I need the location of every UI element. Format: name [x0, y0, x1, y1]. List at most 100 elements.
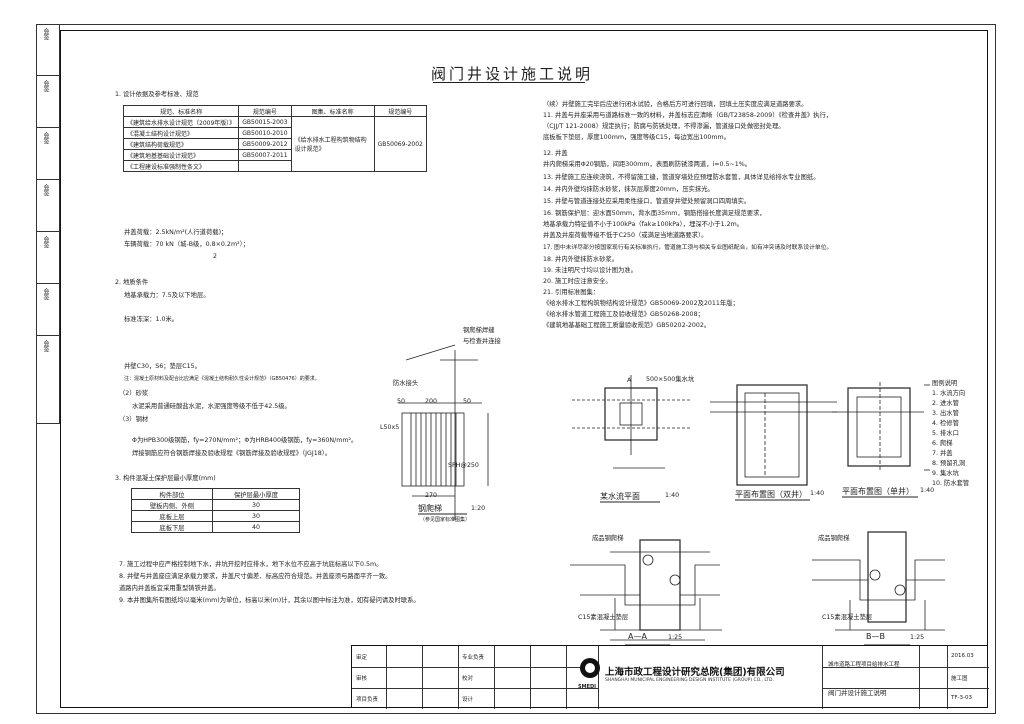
- text-line: 水泥采用普通硅酸盐水泥，水泥强度等级不低于42.5级。: [132, 403, 291, 410]
- tb-divider: [947, 646, 948, 709]
- strip-cell: 会签: [36, 336, 60, 424]
- company-name-en: SHANGHAI MUNICIPAL ENGINEERING DESIGN IN…: [605, 678, 774, 683]
- section-note: 成品钢爬梯: [592, 535, 624, 542]
- tb-divider: [422, 646, 423, 709]
- legend-item: 3. 出水管: [932, 410, 959, 417]
- plan3-scale: 1:40: [920, 487, 935, 494]
- table-row: 《建筑给水排水设计规范（2009年版）》GB50015-2003《给水排水工程构…: [122, 116, 427, 172]
- signature-strip: 会签 会签 会签 会签 会签 会签 会签: [36, 24, 60, 424]
- strip-cell: 会签: [36, 232, 60, 284]
- inner-frame: [60, 30, 988, 708]
- note-line: 8. 井壁与井盖座应满足承载力要求，井盖尺寸偏差、标高应符合规范。井盖座须与路面…: [119, 573, 392, 580]
- tb-label: 项目负责: [356, 697, 379, 703]
- text-line: 注：混凝土原材料及配合比应满足《混凝土结构耐久性设计规范》（GB50476）的要…: [124, 376, 320, 382]
- note-line: 7. 施工过程中应严格控制地下水，井坑开挖时应排水，地下水位不应高于坑底标高以下…: [119, 561, 383, 568]
- ladder-dim: 200: [425, 398, 438, 405]
- strip-cell: 会签: [36, 76, 60, 128]
- company-logo: [580, 658, 600, 678]
- text-line: （2）砂浆: [119, 390, 149, 397]
- text-line: 井壁C30，S6；垫层C15。: [124, 363, 201, 370]
- text-line: （3）钢材: [119, 416, 149, 423]
- note-line: 《给水排水管道工程施工及验收规范》GB50268-2008；: [543, 311, 704, 318]
- section1-heading: 1. 设计依据及参考标准、规范: [115, 91, 199, 98]
- tb-divider: [494, 646, 495, 709]
- note-line: 18. 井内外壁抹防水砂浆。: [543, 256, 618, 263]
- text-line: Φ为HPB300级钢筋，fy=270N/mm²；Φ为HRB400级钢筋，fy=3…: [132, 437, 358, 444]
- ladder-dim: 50: [463, 398, 472, 405]
- ladder-dim: SPH@250: [448, 462, 479, 469]
- legend-item: 10. 防水套管: [932, 480, 970, 487]
- ladder-dim: L50x5: [380, 424, 400, 431]
- tb-label: 校对: [462, 676, 474, 682]
- legend-item: 6. 爬梯: [932, 440, 953, 447]
- tb-divider: [598, 646, 599, 709]
- tb-divider: [919, 646, 920, 709]
- strip-cell: 会签: [36, 180, 60, 232]
- legend-item: 5. 排水口: [932, 430, 959, 437]
- legend-item: 7. 井盖: [932, 450, 953, 457]
- note-line: （续）井壁施工完毕后应进行闭水试验，合格后方可进行回填，回填土压实度应满足道路要…: [543, 101, 808, 108]
- ladder-note: 防水接头: [393, 380, 419, 387]
- note-line: 井内爬梯采用Φ20钢筋，间距300mm，表面刷防锈漆两道，i=0.5~1%。: [543, 161, 752, 168]
- page-title: 阀门井设计施工说明: [430, 65, 593, 83]
- tb-row: [822, 688, 989, 689]
- plan1-scale: 1:40: [665, 492, 680, 499]
- legend-item: 8. 预留孔洞: [932, 460, 966, 467]
- load-line: 2: [213, 253, 218, 260]
- note-line: 《给水排水工程构筑物结构设计规范》GB50069-2002及2011年版；: [543, 300, 739, 307]
- secB-label: B—B: [866, 632, 885, 641]
- tb-divider: [530, 646, 531, 709]
- plan1-callout: 500×500集水坑: [646, 376, 695, 383]
- strip-cell: 会签: [36, 24, 60, 76]
- table-cell: GB50069-2002: [373, 116, 427, 172]
- legend-item: 图例说明: [932, 380, 958, 387]
- strip-label: 会签: [42, 80, 49, 92]
- legend-item: 4. 检修管: [932, 420, 959, 427]
- strip-label: 会签: [42, 28, 49, 40]
- plan1-letter: A: [627, 377, 632, 384]
- tb-label: 设计: [462, 697, 474, 703]
- note-line: 道路内井盖板宜采用重型铸铁井盖。: [119, 585, 220, 592]
- load-line: 井盖荷载：2.5kN/m²(人行道荷载)；: [124, 229, 228, 236]
- tb-divider: [566, 646, 567, 709]
- ladder-dim: 270: [425, 492, 438, 499]
- table-row: 《工程建设标准强制性条文》: [122, 160, 427, 172]
- note-line: 井盖及井座荷载等级不低于C250（或满足当地道路要求）。: [543, 232, 708, 239]
- tb-row: [822, 667, 989, 668]
- note-line: （CJJ/T 121-2008）规定执行；防腐与防锈处理，不得渗漏，管道接口处做…: [543, 123, 785, 130]
- text-line: 标准冻深：1.0米。: [124, 316, 179, 323]
- outer-frame: [36, 24, 996, 714]
- tb-row: [352, 688, 598, 689]
- tb-label: 专业负责: [462, 655, 485, 661]
- section-note: C15素混凝土垫层: [822, 614, 873, 621]
- note-line: 15. 井壁与管道连接处应采用柔性接口，管道穿井壁处预留洞口四周填实。: [543, 198, 751, 205]
- ladder-dim: 50: [397, 398, 406, 405]
- table-cell: 40: [212, 521, 300, 533]
- ladder-note: 与检查井连接: [463, 338, 501, 345]
- secA-scale: 1:25: [668, 634, 683, 641]
- tb-divider: [822, 646, 823, 709]
- note-line: 16. 钢筋保护层：迎水面50mm，背水面35mm，钢筋搭接长度满足规范要求，: [543, 210, 766, 217]
- strip-cell: 会签: [36, 128, 60, 180]
- tb-label: 审定: [356, 655, 368, 661]
- ladder-subnote: （参见国家标准图集）: [420, 517, 471, 523]
- title-underline: [433, 82, 585, 83]
- strip-label: 会签: [42, 288, 49, 300]
- section-note: 成品钢爬梯: [818, 535, 850, 542]
- strip-label: 会签: [42, 236, 49, 248]
- tb-drawing-name: 阀门井设计施工说明: [828, 689, 887, 697]
- tb-row: [352, 667, 598, 668]
- tb-drawing-no: TF-3-03: [951, 695, 972, 701]
- note-line: 9. 本井图集所有图纸均以毫米(mm)为单位，标高以米(m)计，其余以图中标注为…: [119, 597, 420, 604]
- plan3-label: 平面布置图（单井）: [842, 487, 914, 496]
- note-line: 19. 未注明尺寸均以设计图为准。: [543, 267, 637, 274]
- legend-item: 2. 进水管: [932, 400, 959, 407]
- company-logo-text: SMEDI: [578, 684, 597, 690]
- table-cell: [238, 160, 292, 172]
- plan2-scale: 1:40: [810, 490, 825, 497]
- plan1-label: 某水流平面: [600, 492, 640, 501]
- ladder-note: 钢爬梯焊缝: [463, 327, 495, 334]
